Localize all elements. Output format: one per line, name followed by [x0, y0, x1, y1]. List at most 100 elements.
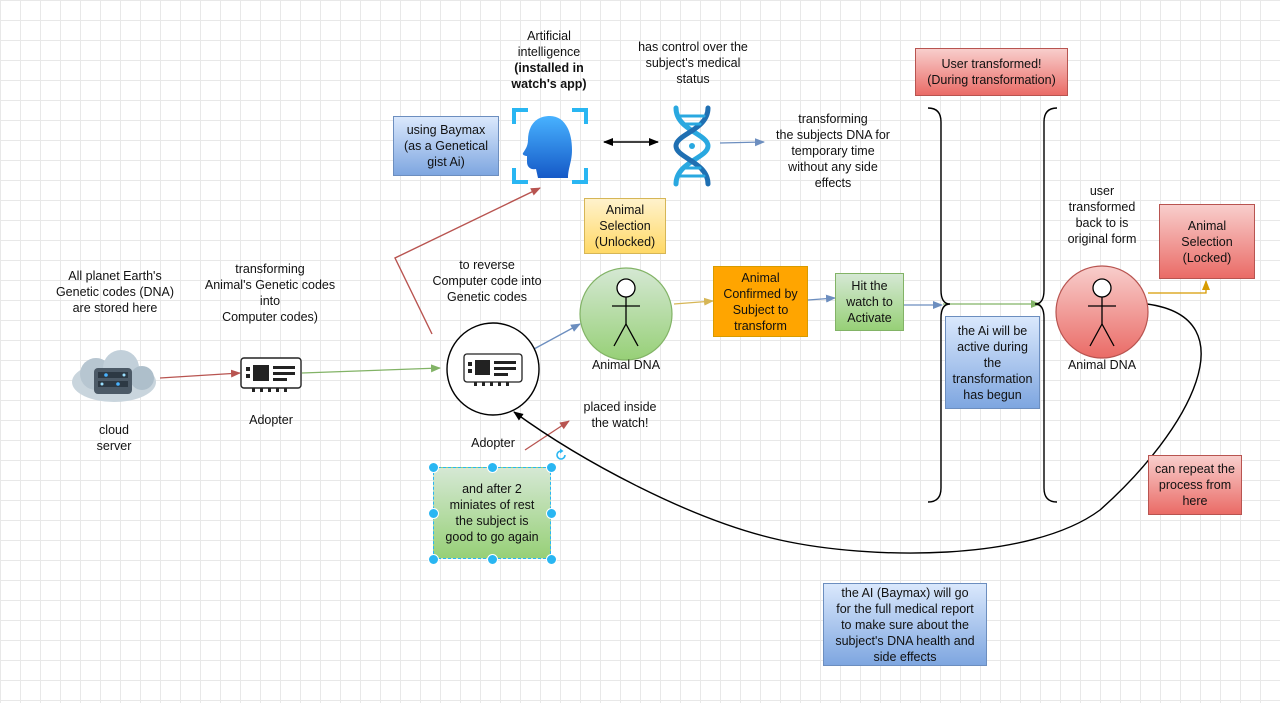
- box-line: has begun: [963, 387, 1022, 402]
- cloud-server-label: cloud server: [74, 422, 154, 454]
- box-line: User transformed!: [941, 57, 1042, 71]
- label-line: temporary time: [791, 144, 875, 158]
- label-line: effects: [814, 176, 852, 190]
- label-line: All planet Earth's: [68, 269, 162, 283]
- box-line: (Locked): [1182, 250, 1232, 265]
- resize-handle[interactable]: [428, 508, 439, 519]
- label-line: subject's medical: [645, 56, 741, 70]
- hit-watch-box[interactable]: Hit the watch to Activate: [835, 273, 904, 331]
- box-line: transform: [734, 318, 787, 333]
- box-line: using Baymax: [406, 123, 486, 137]
- box-line: Subject to: [732, 302, 789, 317]
- box-line: and after 2: [462, 482, 522, 496]
- adopter-label-1: Adopter: [249, 413, 293, 427]
- box-line: watch to: [846, 295, 893, 309]
- animal-selection-locked-box[interactable]: Animal Selection (Locked): [1159, 204, 1255, 279]
- label-line: Animal's Genetic codes: [204, 278, 336, 292]
- cloud-server-icon: [72, 350, 156, 402]
- box-line: miniates of rest: [449, 498, 535, 512]
- box-line: the AI (Baymax) will go: [841, 585, 969, 600]
- animal-dna-circle-red: [1055, 265, 1149, 359]
- label-line: transformed: [1068, 200, 1136, 214]
- label-line: Artificial: [527, 29, 571, 43]
- dna-helix-icon: [673, 105, 711, 187]
- ai-title-label: Artificial intelligence (installed in wa…: [484, 28, 614, 92]
- arrow-confirmed-to-hit: [807, 294, 836, 303]
- rest-box-selected[interactable]: and after 2 miniates of rest the subject…: [433, 467, 551, 559]
- label-line: into: [259, 294, 281, 308]
- box-line: the Ai will be: [957, 323, 1028, 338]
- repeat-process-box[interactable]: can repeat the process from here: [1148, 455, 1242, 515]
- label-line: the watch!: [591, 416, 649, 430]
- transform-dna-label: transforming the subjects DNA for tempor…: [758, 111, 908, 191]
- label-line: status: [676, 72, 710, 86]
- resize-handle[interactable]: [428, 462, 439, 473]
- box-line: for the full medical report: [836, 601, 974, 616]
- planet-codes-label: All planet Earth's Genetic codes (DNA) a…: [40, 268, 190, 316]
- resize-handle[interactable]: [546, 554, 557, 565]
- full-report-box[interactable]: the AI (Baymax) will go for the full med…: [823, 583, 987, 666]
- box-line: can repeat the: [1155, 462, 1235, 476]
- left-brace: [927, 107, 951, 503]
- arrow-watch-to-ai: [394, 187, 541, 335]
- label-line: Computer codes): [222, 310, 318, 324]
- box-line: Selection: [599, 219, 651, 233]
- label-line: transforming: [235, 262, 305, 276]
- box-line: Activate: [847, 311, 892, 325]
- arrow-animal-dna-to-confirmed: [673, 297, 714, 306]
- label-line: without any side: [788, 160, 878, 174]
- user-transformed-box[interactable]: User transformed! (During transformation…: [915, 48, 1068, 96]
- label-line: back to is: [1075, 216, 1129, 230]
- box-line: here: [1182, 494, 1208, 508]
- animal-dna-label-1: Animal DNA: [591, 358, 661, 372]
- label-line: user: [1089, 184, 1115, 198]
- label-line: are stored here: [72, 301, 158, 315]
- box-line: Hit the: [851, 279, 888, 293]
- label-line: Genetic codes: [447, 290, 527, 304]
- resize-handle[interactable]: [546, 462, 557, 473]
- animal-dna-circle-green: [579, 267, 673, 361]
- animal-confirmed-box[interactable]: Animal Confirmed by Subject to transform: [713, 266, 808, 337]
- box-line: active during: [957, 339, 1028, 354]
- resize-handle[interactable]: [428, 554, 439, 565]
- resize-handle[interactable]: [487, 462, 498, 473]
- label-line: Genetic codes (DNA): [55, 285, 175, 299]
- rotate-handle-icon[interactable]: [554, 448, 568, 462]
- label-line: cloud: [99, 423, 129, 437]
- arrow-cloud-to-adopter: [159, 369, 241, 379]
- right-brace: [1034, 107, 1058, 503]
- label-line: has control over the: [638, 40, 748, 54]
- arrow-adopter-to-watch: [301, 364, 441, 374]
- placed-inside-label: placed inside the watch!: [560, 399, 680, 431]
- animal-selection-unlocked-box[interactable]: Animal Selection (Unlocked): [584, 198, 666, 254]
- box-line: transformation: [952, 371, 1033, 386]
- box-line: subject's DNA health and: [835, 633, 975, 648]
- box-line: process from: [1158, 478, 1232, 492]
- resize-handle[interactable]: [546, 508, 557, 519]
- baymax-box[interactable]: using Baymax (as a Genetical gist Ai): [393, 116, 499, 176]
- label-line: the subjects DNA for: [776, 128, 890, 142]
- box-line: Animal: [605, 203, 645, 217]
- label-line: placed inside: [583, 400, 657, 414]
- watch-adopter-circle: [446, 322, 540, 416]
- label-line: watch's app): [511, 77, 587, 91]
- box-line: (as a Genetical: [403, 139, 489, 153]
- resize-handle[interactable]: [487, 554, 498, 565]
- reverse-codes-label: to reverse Computer code into Genetic co…: [412, 257, 562, 305]
- box-line: Confirmed by: [723, 286, 798, 301]
- arrow-dna-to-transforming: [719, 138, 765, 147]
- box-line: Selection: [1181, 234, 1233, 249]
- medical-control-label: has control over the subject's medical s…: [618, 39, 768, 87]
- label-line: original form: [1067, 232, 1137, 246]
- ai-active-box[interactable]: the Ai will be active during the transfo…: [945, 316, 1040, 409]
- box-line: (Unlocked): [594, 235, 656, 249]
- arrow-loop-back: [513, 303, 1202, 554]
- box-line: gist Ai): [427, 155, 465, 169]
- arrow-watch-to-animal-dna: [533, 323, 581, 350]
- box-line: to make sure about the: [841, 617, 969, 632]
- box-line: side effects: [873, 649, 937, 664]
- box-line: Animal: [1187, 218, 1227, 233]
- box-line: the: [983, 355, 1002, 370]
- label-line: to reverse: [459, 258, 515, 272]
